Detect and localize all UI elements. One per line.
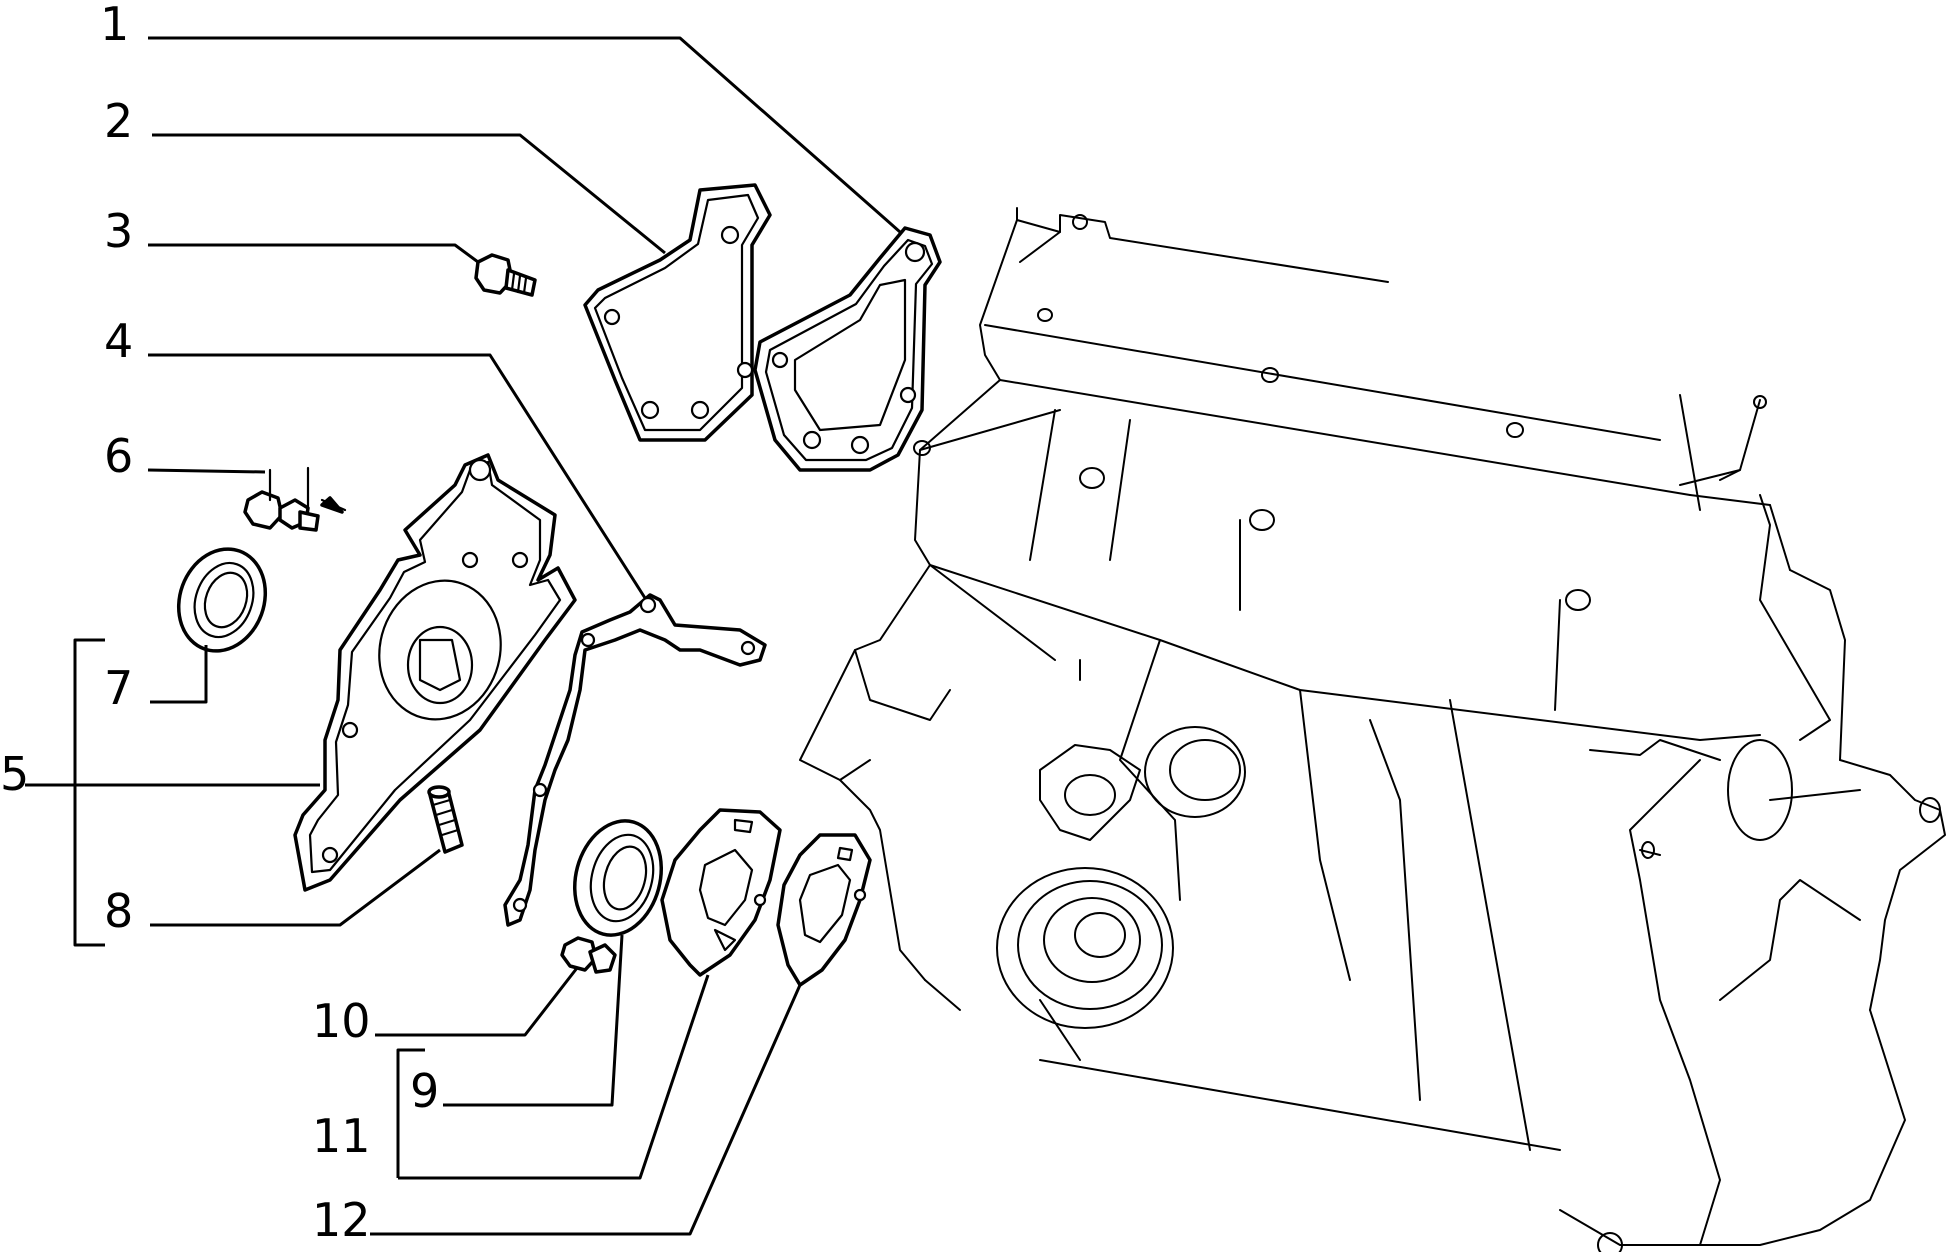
part-8-dowel-pin [427,785,464,854]
callout-12: 12 [312,1193,371,1247]
callout-11: 11 [312,1109,371,1163]
part-10-nut [560,936,617,974]
callout-labels: 1 2 3 4 5 6 7 8 9 10 11 12 [0,0,439,1247]
part-1-gasket [753,226,942,472]
leader-4 [148,353,647,599]
leader-lines [25,36,901,1236]
callout-4: 4 [104,314,133,368]
part-2-cover-plate [583,183,772,442]
leader-7 [150,645,208,704]
callout-1: 1 [100,0,129,51]
callout-10: 10 [312,994,371,1048]
leader-3 [148,243,479,264]
leader-9 [443,934,624,1107]
part-11-pump-plate [660,808,782,977]
leader-6 [147,468,266,474]
leader-1 [148,36,901,234]
part-9-crankshaft-seal [572,819,664,937]
part-4-gasket [503,593,767,927]
part-5-timing-cover [293,453,577,892]
leader-12 [370,984,802,1236]
callout-5: 5 [0,747,29,801]
leader-10 [375,967,579,1037]
leader-11 [398,974,710,1180]
callout-8: 8 [104,884,133,938]
part-3-bolt [474,253,537,297]
bracket-11 [396,1048,425,1178]
callout-2: 2 [104,94,133,148]
callout-6: 6 [104,429,133,483]
bracket-5 [73,638,105,947]
leader-2 [152,133,666,255]
callout-9: 9 [410,1064,439,1118]
callout-3: 3 [104,204,133,258]
leader-8 [150,848,441,927]
part-7-oil-seal [176,547,268,653]
part-12-pump-gasket [776,833,872,987]
callout-7: 7 [104,661,133,715]
engine-block [799,207,1946,1252]
part-6-bolt-washer [243,466,347,532]
